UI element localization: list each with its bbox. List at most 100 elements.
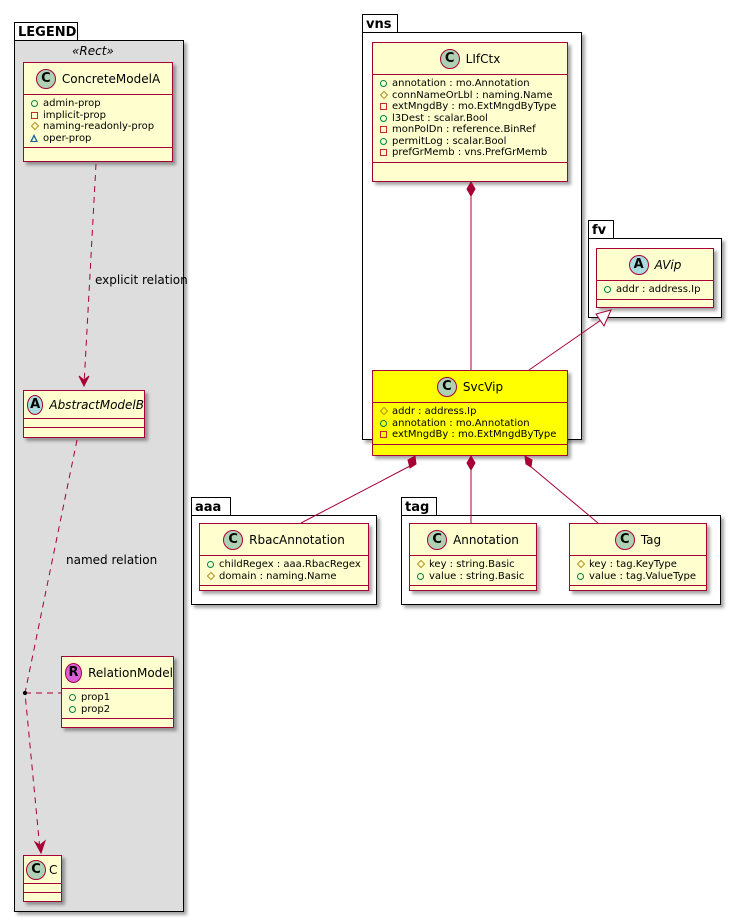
class-name: Tag <box>640 532 662 547</box>
class-abstract-model-b[interactable]: A AbstractModelB <box>23 390 145 438</box>
class-attributes: key : tag.KeyType value : tag.ValueType <box>570 556 706 586</box>
package-tag-name: tag <box>405 500 430 515</box>
package-vns-name: vns <box>366 17 392 32</box>
attribute: annotation : mo.Annotation <box>379 78 561 90</box>
legend-stereotype: «Rect» <box>72 44 114 58</box>
class-header: A AbstractModelB <box>24 391 144 419</box>
attribute-text: implicit-prop <box>43 109 106 121</box>
svcvip-rbac-diamond <box>407 455 417 469</box>
class-c-icon: C <box>436 376 457 397</box>
attribute: key : string.Basic <box>416 559 530 571</box>
class-name: AVip <box>654 257 682 272</box>
protected-visibility-icon <box>576 560 585 569</box>
attribute: permitLog : scalar.Bool <box>379 136 561 148</box>
package-tag-tab: tag <box>401 497 437 515</box>
attribute-text: connNameOrLbl : naming.Name <box>392 89 553 101</box>
class-attributes: childRegex : aaa.RbacRegex domain : nami… <box>200 556 368 586</box>
public-visibility-icon <box>576 572 585 581</box>
package-legend-name: LEGEND <box>18 25 77 40</box>
class-methods <box>24 893 61 900</box>
class-methods <box>24 148 172 155</box>
attribute-text: annotation : mo.Annotation <box>392 417 530 429</box>
attribute: prop1 <box>68 692 167 704</box>
private-visibility-icon <box>379 125 388 134</box>
private-visibility-icon <box>30 111 39 120</box>
attribute: monPolDn : reference.BinRef <box>379 124 561 136</box>
attribute: naming-readonly-prop <box>30 121 166 133</box>
class-methods <box>373 445 567 452</box>
attribute-text: addr : address.Ip <box>616 284 701 295</box>
protected-visibility-icon <box>206 572 215 581</box>
class-avip[interactable]: A AVip addr : address.Ip <box>596 248 714 308</box>
attribute-text: l3Dest : scalar.Bool <box>392 112 488 124</box>
attribute-text: prop1 <box>81 692 111 703</box>
class-attributes: annotation : mo.Annotation connNameOrLbl… <box>373 75 567 163</box>
named-relation-label: named relation <box>66 553 158 567</box>
class-lifctx[interactable]: C LIfCtx annotation : mo.Annotation conn… <box>372 42 568 182</box>
class-concrete-model-a[interactable]: C ConcreteModelA admin-prop implicit-pro… <box>23 62 173 162</box>
package-fv-name: fv <box>592 223 607 238</box>
class-attributes: admin-prop implicit-prop naming-readonly… <box>24 95 172 148</box>
class-svcvip[interactable]: C SvcVip addr : address.Ip annotation : … <box>372 370 568 456</box>
attribute-text: value : string.Basic <box>429 570 525 582</box>
explicit-relation-label: explicit relation <box>95 273 188 287</box>
attribute-text: key : string.Basic <box>429 559 515 570</box>
relation-r-icon: R <box>65 662 83 683</box>
class-tag[interactable]: C Tag key : tag.KeyType value : tag.Valu… <box>569 523 707 591</box>
class-c-icon: C <box>614 529 635 550</box>
protected-visibility-icon <box>379 407 388 416</box>
class-relation-model[interactable]: R RelationModel prop1 prop2 <box>61 656 174 728</box>
class-c-icon: C <box>35 68 56 89</box>
class-rbac-annotation[interactable]: C RbacAnnotation childRegex : aaa.RbacRe… <box>199 523 369 591</box>
class-header: C C <box>24 856 61 884</box>
public-visibility-icon <box>379 79 388 88</box>
class-name: LIfCtx <box>465 51 501 66</box>
public-visibility-icon <box>30 99 39 108</box>
class-header: C RbacAnnotation <box>200 524 368 556</box>
class-methods <box>200 586 368 593</box>
attribute: l3Dest : scalar.Bool <box>379 113 561 125</box>
protected-visibility-icon <box>30 122 39 131</box>
public-visibility-icon <box>206 560 215 569</box>
attribute: admin-prop <box>30 98 166 110</box>
class-attributes: addr : address.Ip annotation : mo.Annota… <box>373 403 567 445</box>
attribute: connNameOrLbl : naming.Name <box>379 90 561 102</box>
class-name: Annotation <box>453 532 519 547</box>
class-header: C Annotation <box>410 524 536 556</box>
attribute: prefGrMemb : vns.PrefGrMemb <box>379 147 561 159</box>
class-c[interactable]: C C <box>23 855 62 902</box>
private-visibility-icon <box>379 102 388 111</box>
attribute-text: value : tag.ValueType <box>589 570 697 582</box>
class-header: R RelationModel <box>62 657 173 689</box>
class-attributes <box>24 884 61 893</box>
class-header: C Tag <box>570 524 706 556</box>
attribute-text: prefGrMemb : vns.PrefGrMemb <box>392 147 548 158</box>
class-header: C SvcVip <box>373 371 567 403</box>
class-annotation[interactable]: C Annotation key : string.Basic value : … <box>409 523 537 591</box>
abstract-a-icon: A <box>27 394 44 415</box>
attribute: childRegex : aaa.RbacRegex <box>206 559 362 571</box>
attribute: implicit-prop <box>30 110 166 122</box>
private-visibility-icon <box>379 148 388 157</box>
class-attributes: prop1 prop2 <box>62 689 173 719</box>
svcvip-tag-diamond <box>524 455 533 468</box>
public-visibility-icon <box>379 419 388 428</box>
package-legend-tab: LEGEND <box>14 22 78 40</box>
attribute: addr : address.Ip <box>379 406 561 418</box>
class-name: RbacAnnotation <box>249 532 345 547</box>
class-methods <box>410 586 536 593</box>
class-header: A AVip <box>597 249 713 281</box>
attribute: domain : naming.Name <box>206 571 362 583</box>
attribute: addr : address.Ip <box>603 284 707 296</box>
class-header: C LIfCtx <box>373 43 567 75</box>
attribute-text: prop2 <box>81 703 111 715</box>
attribute-text: domain : naming.Name <box>219 570 337 582</box>
class-methods <box>597 300 713 307</box>
attribute-text: addr : address.Ip <box>392 406 477 417</box>
attribute: value : tag.ValueType <box>576 571 700 583</box>
attribute: oper-prop <box>30 133 166 145</box>
class-attributes: key : string.Basic value : string.Basic <box>410 556 536 586</box>
public-visibility-icon <box>379 137 388 146</box>
svcvip-annotation-diamond <box>466 454 476 472</box>
attribute: extMngdBy : mo.ExtMngdByType <box>379 429 561 441</box>
